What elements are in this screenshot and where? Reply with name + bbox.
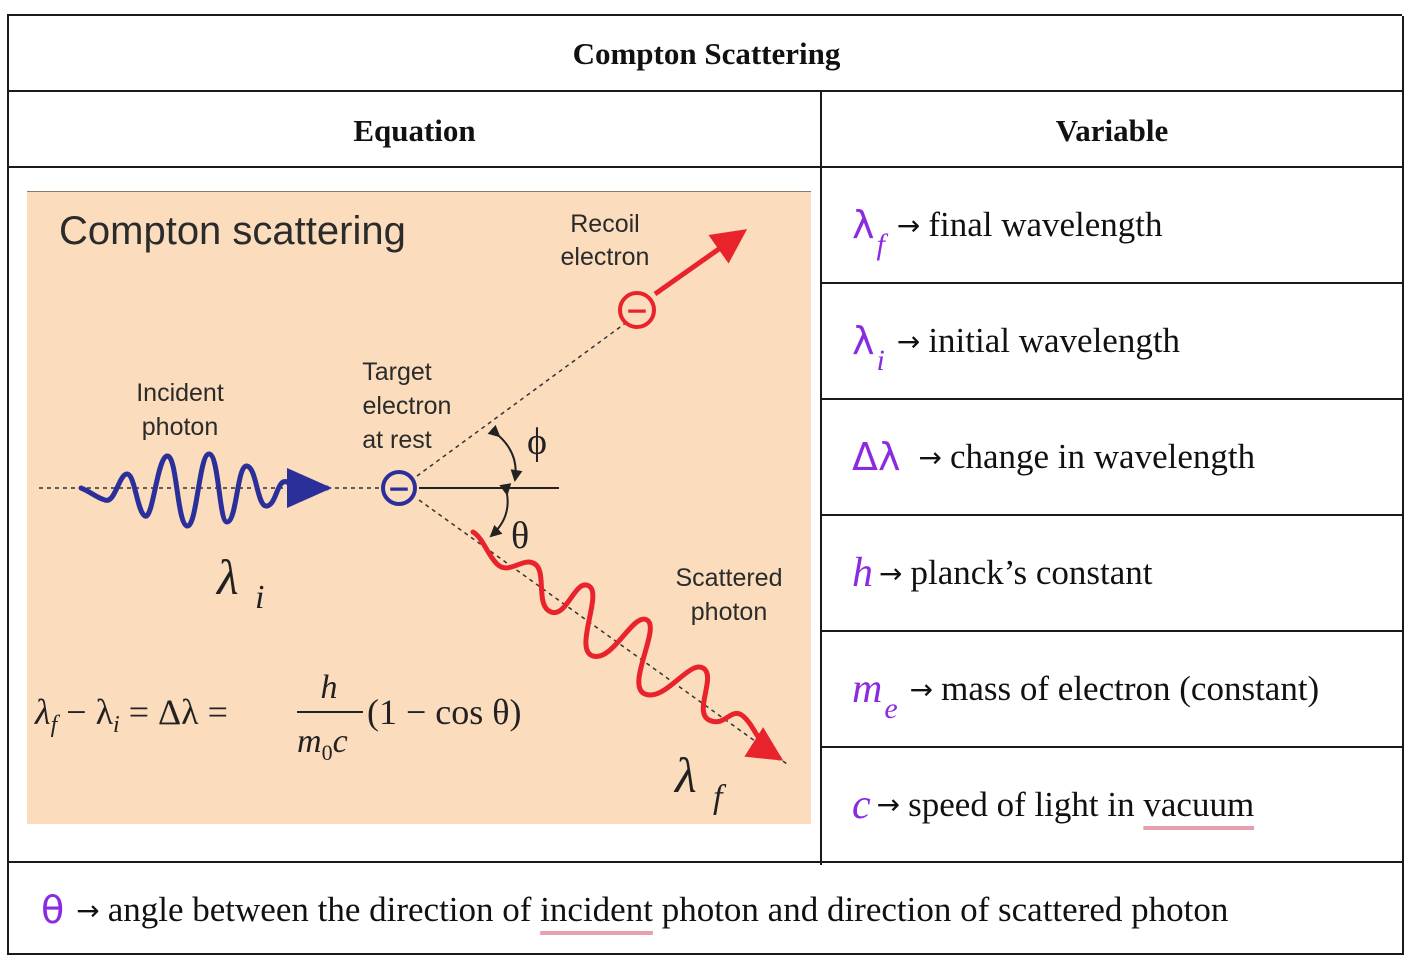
recoil-label-line2: electron [561, 243, 650, 271]
symbol-lambda-f: λ [852, 203, 875, 247]
var-description-underlined: vacuum [1143, 784, 1255, 824]
var-row-divider-3 [822, 514, 1402, 516]
scattered-label-line1: Scattered [675, 564, 782, 592]
recoil-electron-symbol: − [625, 294, 648, 327]
target-label-line2: electron [363, 392, 452, 420]
subscript-f: f [876, 228, 885, 261]
eq-lambda-f: λ [34, 692, 51, 732]
recoil-electron [618, 291, 656, 329]
arrow-icon: → [876, 788, 901, 821]
recoil-dashed-line [416, 321, 628, 477]
var-description: change in wavelength [949, 437, 1256, 476]
lambda-f-label: λ [673, 747, 697, 803]
symbol-c: c [852, 781, 871, 828]
eq-equals-delta: = Δλ = [120, 692, 237, 732]
eq-numerator: h [321, 669, 338, 706]
target-electron [381, 470, 417, 506]
eq-denominator-m: m [297, 723, 322, 760]
compton-figure: Compton scattering Recoil electron Targe… [27, 191, 811, 824]
recoil-arrow [653, 229, 748, 297]
header-equation: Equation [353, 113, 476, 148]
phi-label: ϕ [527, 421, 547, 463]
eq-sub-i: i [113, 712, 120, 738]
equation-left: λf − λi = Δλ = [34, 692, 237, 738]
var-row-change-in-wavelength: Δλ → change in wavelength [822, 400, 1402, 514]
eq-minus-lambda: − λ [57, 692, 113, 732]
var-row-planck-constant: h → planck’s constant [822, 516, 1402, 630]
lambda-i-subscript: i [255, 579, 264, 616]
var-row-speed-of-light: c → speed of light in vacuum [822, 748, 1402, 861]
scattered-label-line2: photon [691, 598, 767, 626]
right-border [1402, 16, 1404, 955]
arrow-icon: → [918, 440, 942, 474]
table-title: Compton Scattering [572, 36, 841, 71]
lambda-f-subscript: f [713, 779, 727, 816]
symbol-delta-lambda: Δλ [852, 435, 901, 479]
subscript-e: e [884, 692, 898, 725]
eq-denominator-sub: 0 [322, 740, 333, 765]
compton-diagram: Compton scattering Recoil electron Targe… [34, 209, 788, 816]
var-description: planck’s constant [910, 553, 1153, 592]
incident-wave [78, 451, 332, 529]
incident-label-line2: photon [142, 413, 218, 441]
arrow-icon: → [909, 672, 934, 706]
footer-text-after: photon and direction of scattered photon [652, 890, 1229, 929]
incident-label-line1: Incident [136, 379, 224, 407]
var-description: mass of electron (constant) [941, 669, 1320, 708]
var-description: initial wavelength [928, 321, 1181, 360]
figure-title: Compton scattering [59, 209, 406, 253]
footer-text-before: angle between the direction of [107, 890, 541, 929]
footer-theta-definition: θ → angle between the direction of incid… [9, 865, 1402, 955]
subscript-i: i [876, 344, 885, 377]
lambda-i-label: λ [215, 549, 239, 605]
var-description-prefix: speed of light in [908, 784, 1144, 824]
arrow-icon: → [896, 208, 921, 242]
eq-sub-f: f [51, 712, 61, 738]
var-row-divider-5 [822, 746, 1402, 748]
eq-denominator-c: c [333, 723, 348, 760]
eq-denominator: m0c [297, 723, 348, 765]
var-description: final wavelength [928, 205, 1163, 244]
symbol-lambda-i: λ [852, 319, 875, 363]
footer-divider [9, 861, 1402, 863]
target-label-line3: at rest [362, 426, 432, 454]
column-divider [820, 92, 822, 865]
symbol-h: h [852, 550, 873, 596]
scattered-wave [470, 529, 784, 761]
header-divider [9, 166, 1402, 168]
arrow-icon: → [896, 324, 921, 358]
theta-arc [489, 483, 512, 538]
var-row-divider-4 [822, 630, 1402, 632]
var-row-divider-2 [822, 398, 1402, 400]
theta-label: θ [511, 515, 529, 557]
recoil-label-line1: Recoil [570, 210, 639, 238]
footer-text-underlined: incident [540, 890, 653, 929]
target-electron-symbol: − [387, 472, 410, 505]
var-row-divider-1 [822, 282, 1402, 284]
header-variable: Variable [1055, 113, 1169, 148]
eq-right: (1 − cos θ) [367, 692, 522, 732]
target-label-line1: Target [362, 358, 432, 386]
symbol-theta: θ [41, 888, 65, 932]
phi-arc [487, 424, 523, 482]
symbol-m: m [852, 666, 883, 712]
arrow-icon: → [76, 893, 100, 927]
title-divider [9, 90, 1402, 92]
arrow-icon: → [879, 556, 903, 590]
